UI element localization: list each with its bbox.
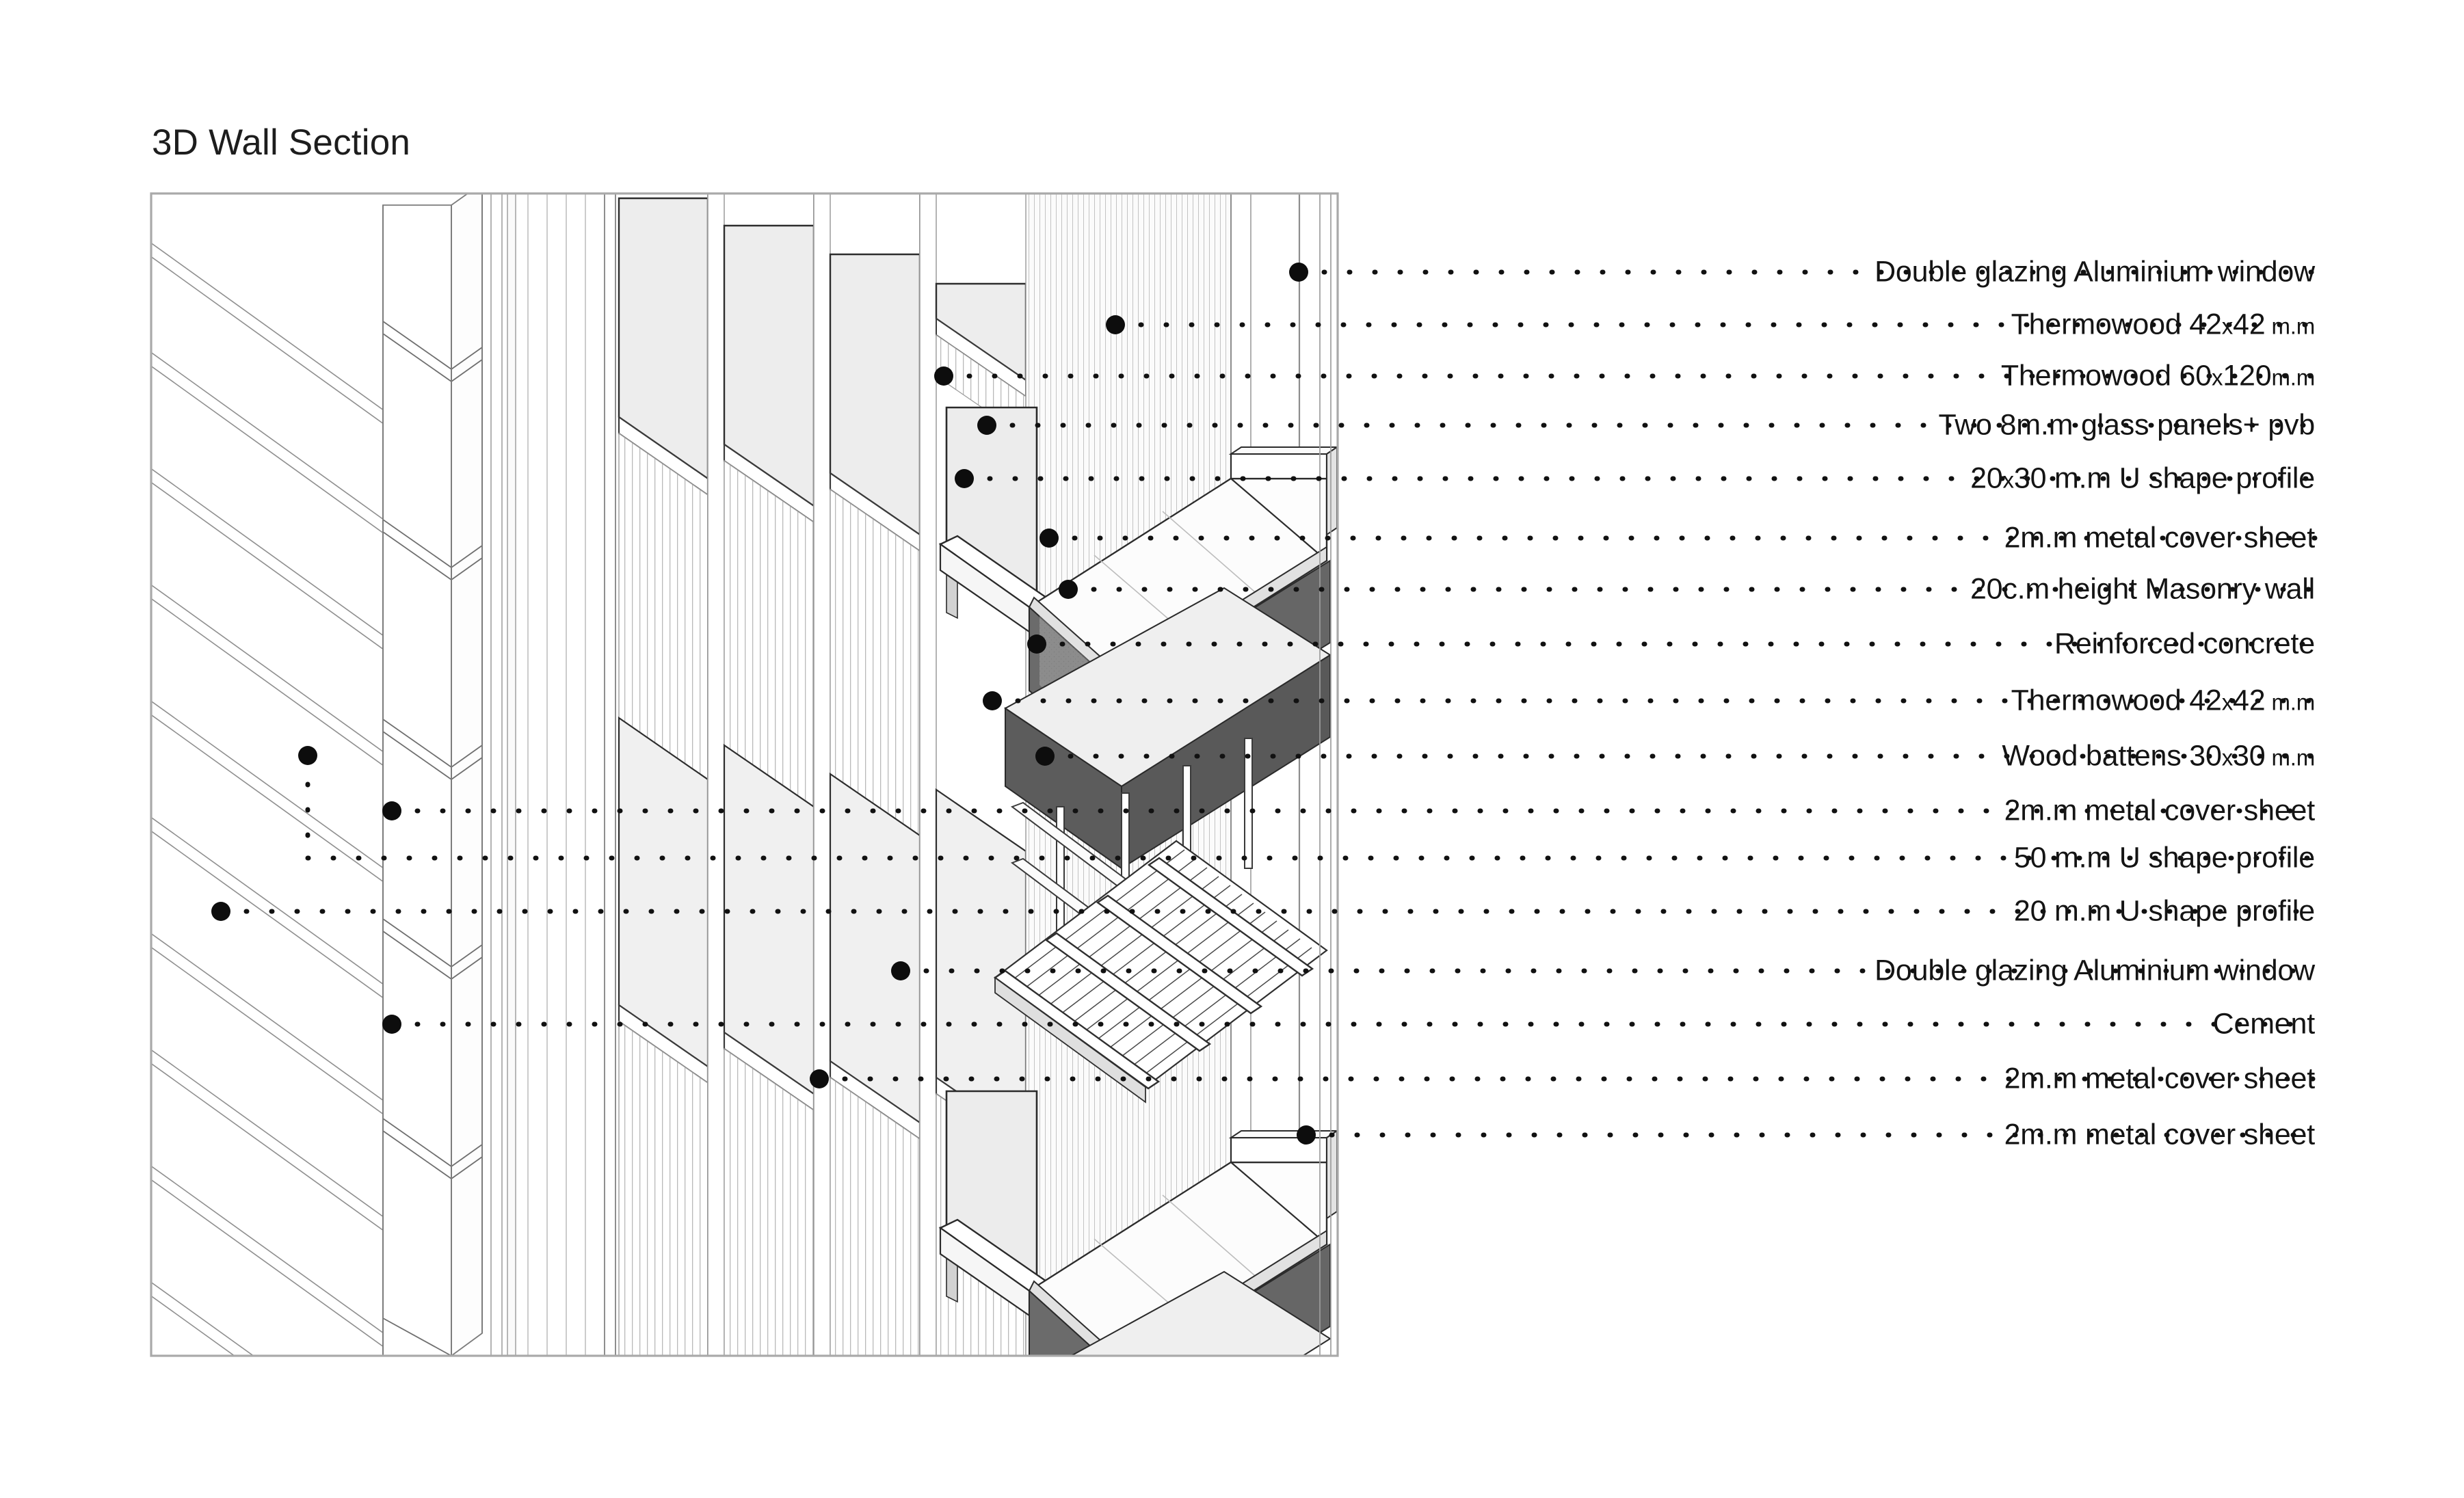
leader-dot: [382, 1015, 401, 1034]
drawing-frame: [150, 192, 1339, 1357]
leader-dot: [1297, 1125, 1316, 1145]
leader-dot: [211, 902, 230, 921]
annotation-label: Double glazing Aluminium window: [1875, 954, 2315, 987]
annotation-label: 2m.m metal cover sheet: [2004, 521, 2316, 554]
facade-bay: [707, 193, 815, 1356]
facade-bay: [813, 193, 921, 1356]
wood-batten-soffit-upper: [993, 840, 1328, 1090]
annotation-label: Thermowood 42x42 m.m: [2011, 308, 2316, 341]
leader-lines: [218, 269, 2318, 1138]
balcony-upstand-upper: [1228, 446, 1338, 536]
leader-dot: [382, 801, 401, 820]
leader-dot: [1035, 747, 1055, 766]
page-title: 3D Wall Section: [152, 122, 411, 163]
leader-dot: [934, 366, 953, 386]
pilaster-column: [382, 193, 483, 1356]
annotation-label: Reinforced concrete: [2054, 627, 2315, 660]
annotation-label: 20x30 m.m U shape profile: [1970, 462, 2315, 495]
annotation-label: Thermowood 60x120m.m: [2000, 359, 2315, 392]
annotation-label: 20 m.m U shape profile: [2013, 894, 2315, 928]
leader-dot: [1106, 315, 1125, 334]
annotation-label: 2m.m metal cover sheet: [2004, 1118, 2316, 1151]
axonometric-drawing: [151, 193, 1338, 1490]
annotation-label: Cement: [2212, 1007, 2316, 1041]
facade-right-verticals: [1319, 193, 1332, 1356]
facade-reveal-slot: [490, 193, 516, 1356]
leader-dots: [211, 263, 1316, 1145]
annotation-label: 50 m.m U shape profile: [2013, 841, 2315, 874]
upper-balcony-assembly: [938, 406, 1338, 1104]
leader-dot: [1059, 580, 1078, 599]
glass-balustrade-lower: [938, 1090, 1048, 1318]
leader-dot: [1039, 529, 1059, 548]
annotation-label: Double glazing Aluminium window: [1875, 255, 2315, 289]
annotation-label: Two 8m.m glass panels+ pvb: [1938, 408, 2316, 442]
masonry-wall-lower: [1070, 1270, 1332, 1356]
leader-dot: [977, 416, 996, 435]
leader-dot: [810, 1069, 829, 1088]
facade-bay-group: [618, 193, 1027, 1356]
leader-dot: [1289, 263, 1308, 282]
annotation-label: 2m.m metal cover sheet: [2004, 794, 2316, 827]
lower-balcony-assembly: [938, 1090, 1338, 1490]
facade-bay: [618, 193, 709, 1356]
masonry-wall-upper: [1004, 587, 1332, 870]
soffit-hangers-lower: [1122, 1381, 1191, 1490]
leader-dot: [955, 469, 974, 488]
glass-balustrade-upper: [938, 406, 1048, 634]
leader-dot: [1027, 634, 1046, 654]
leader-dot: [983, 691, 1002, 710]
annotation-label: 20c.m height Masonry wall: [1970, 572, 2315, 606]
leader-dot: [298, 746, 317, 765]
annotation-label: Thermowood 42x42 m.m: [2011, 684, 2316, 717]
annotation-label: 2m.m metal cover sheet: [2004, 1062, 2316, 1095]
annotation-label: Wood battens 30x30 m.m: [2002, 739, 2315, 773]
cement-band-upper: [994, 976, 1146, 1104]
leader-dot: [891, 961, 910, 980]
